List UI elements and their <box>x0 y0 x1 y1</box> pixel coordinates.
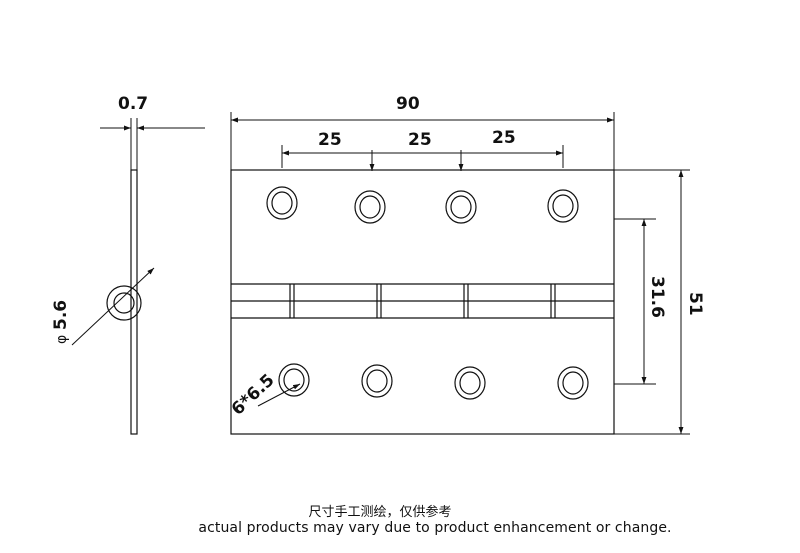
top-hole-row <box>266 186 579 224</box>
spacing-label-2: 25 <box>408 130 432 150</box>
thickness-dimension <box>100 118 205 170</box>
bottom-hole-row <box>278 363 589 400</box>
height-dimension <box>614 169 690 435</box>
pin-outer-circle <box>106 285 142 321</box>
english-note: actual products may vary due to product … <box>198 520 672 536</box>
spacing-label-1: 25 <box>318 130 342 150</box>
pin-diameter-leader <box>71 267 155 346</box>
side-view <box>106 169 142 435</box>
spacing-label-3: 25 <box>492 128 516 148</box>
holes-label: 6*6.5 <box>228 370 279 419</box>
width-label: 90 <box>396 94 420 114</box>
knuckle-separators <box>289 284 556 318</box>
spacing-dimension <box>281 145 564 171</box>
chinese-note: 尺寸手工测绘，仅供参考 <box>308 505 452 520</box>
thickness-label: 0.7 <box>118 94 148 114</box>
holes-leader <box>257 383 301 407</box>
pin-inner-circle <box>113 292 135 314</box>
side-plate <box>130 169 138 435</box>
hinge-plate <box>230 169 615 435</box>
pin-diameter-label: 5.6 <box>51 300 71 330</box>
width-dimension <box>230 112 615 170</box>
height-label: 51 <box>685 292 705 316</box>
front-view <box>230 169 615 435</box>
pin-diameter-symbol: φ <box>54 335 70 344</box>
hole-spacing-label: 31.6 <box>647 276 667 318</box>
hole-spacing-dimension <box>614 218 656 385</box>
